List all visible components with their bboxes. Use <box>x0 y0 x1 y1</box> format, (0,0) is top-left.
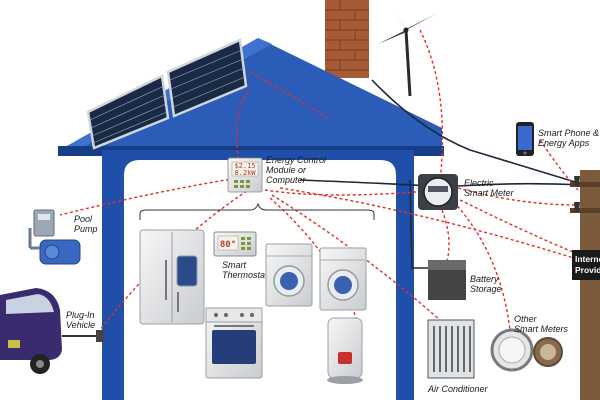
air-conditioner-icon <box>427 319 475 379</box>
module-display-line1: $2.15 <box>234 162 255 170</box>
vehicle-label-2: Vehicle <box>66 320 95 330</box>
refrigerator-icon <box>139 229 205 325</box>
appliance-group-bracket <box>139 202 375 220</box>
oven-icon <box>205 307 263 379</box>
chimney <box>325 0 369 78</box>
energy-control-module: $2.15 8.2kW <box>227 157 263 193</box>
energy-control-label-2: Module or <box>266 165 307 175</box>
internet-provider-label-2: Provid <box>575 265 600 275</box>
energy-control-label-1: Energy Control <box>266 155 327 165</box>
electric-meter-label-2: Smart Meter <box>464 188 515 198</box>
smartphone-icon <box>516 122 534 156</box>
other-smart-meters-icon <box>490 328 563 372</box>
internet-provider-label-1: Interne <box>575 254 600 264</box>
smart-thermostat-icon: 80° <box>213 231 257 257</box>
dryer-icon <box>319 247 367 311</box>
pool-pump-label-2: Pump <box>74 224 98 234</box>
electric-smart-meter-icon <box>418 174 458 210</box>
pool-pump-label-1: Pool <box>74 214 93 224</box>
pool-pump-icon <box>28 209 81 265</box>
vehicle-label-1: Plug-In <box>66 310 95 320</box>
smartphone-label-2: Energy Apps <box>538 138 590 148</box>
thermostat-display: 80° <box>220 240 236 250</box>
plugin-vehicle-icon <box>0 288 104 374</box>
utility-pole <box>570 170 600 400</box>
water-heater-icon <box>327 317 363 384</box>
thermostat-label-1: Smart <box>222 260 247 270</box>
thermostat-label-2: Thermostat <box>222 270 268 280</box>
wind-turbine-icon <box>378 8 436 97</box>
washing-machine-icon <box>265 243 313 307</box>
battery-storage-icon <box>428 260 466 300</box>
battery-label-1: Battery <box>470 274 499 284</box>
air-conditioner-label: Air Conditioner <box>427 384 489 394</box>
module-display-line2: 8.2kW <box>234 169 256 177</box>
other-meters-label-2: Smart Meters <box>514 324 569 334</box>
solar-panels-icon <box>86 38 248 150</box>
power-line <box>371 79 586 186</box>
battery-label-2: Storage <box>470 284 502 294</box>
energy-control-label-3: Computer <box>266 175 307 185</box>
battery-cable <box>409 179 430 269</box>
electric-meter-label-1: Electric <box>464 178 494 188</box>
other-meters-label-1: Other <box>514 314 538 324</box>
smartphone-label-1: Smart Phone & <box>538 128 599 138</box>
